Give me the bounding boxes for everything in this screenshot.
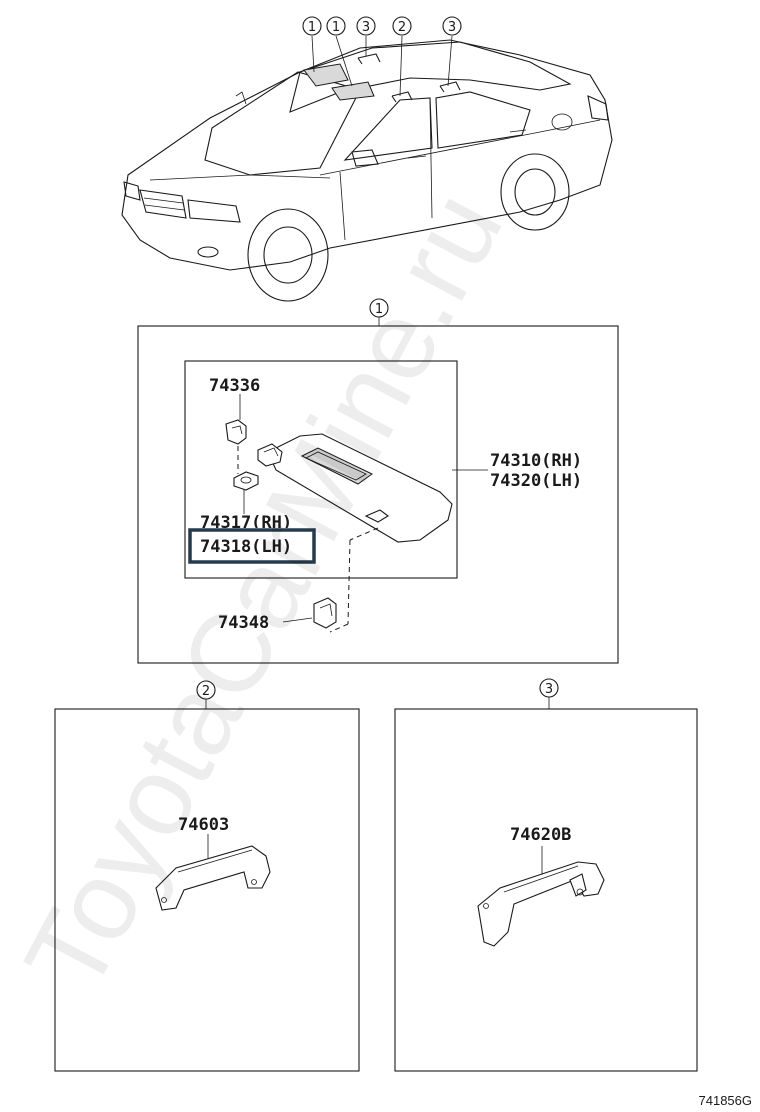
section-2-frame (54, 708, 360, 1072)
visor-hook-part (313, 597, 337, 629)
part-number-hook: 74348 (218, 613, 269, 633)
car-callout-leaders (311, 35, 453, 97)
section-2-header: 2 (196, 680, 216, 709)
section-3-frame (394, 708, 698, 1072)
sun-visor-part (257, 433, 453, 543)
section-1-header: 1 (369, 298, 389, 326)
callout-label: 3 (448, 20, 456, 35)
callout-label: 1 (308, 20, 316, 35)
car-callout-2: 2 (392, 16, 412, 36)
section-1-number: 1 (375, 302, 383, 317)
part-number-holder: 74336 (209, 376, 260, 396)
section-1-inner-frame (184, 360, 458, 579)
car-callout-1a: 1 (302, 16, 322, 36)
car-illustration (121, 39, 613, 302)
part-number-visor-lh: 74320(LH) (490, 471, 582, 491)
part-number-visor-rh: 74310(RH) (490, 451, 582, 471)
section-3-header: 3 (539, 678, 559, 709)
callout-label: 3 (362, 20, 370, 35)
illustration-code: 741856G (699, 1093, 753, 1108)
section-2-number: 2 (202, 684, 210, 699)
callout-label: 1 (332, 20, 340, 35)
car-callout-3a: 3 (356, 16, 376, 36)
part-number-clip-lh[interactable]: 74318(LH) (200, 537, 292, 557)
leader-hook (282, 617, 313, 623)
highlight-backdrop (188, 528, 314, 562)
part-highlight-box (188, 528, 316, 564)
section-3-number: 3 (545, 682, 553, 697)
part-number-grip-2: 74603 (178, 815, 229, 835)
assist-grip-part-3 (477, 861, 605, 947)
assist-grip-part-2 (155, 845, 271, 911)
visor-clip-part (233, 471, 259, 491)
section-1-frame (137, 325, 619, 664)
part-number-grip-3: 74620B (510, 825, 571, 845)
car-callout-3b: 3 (442, 16, 462, 36)
car-callout-1b: 1 (326, 16, 346, 36)
callout-label: 2 (398, 20, 406, 35)
visor-holder-part (225, 419, 247, 445)
